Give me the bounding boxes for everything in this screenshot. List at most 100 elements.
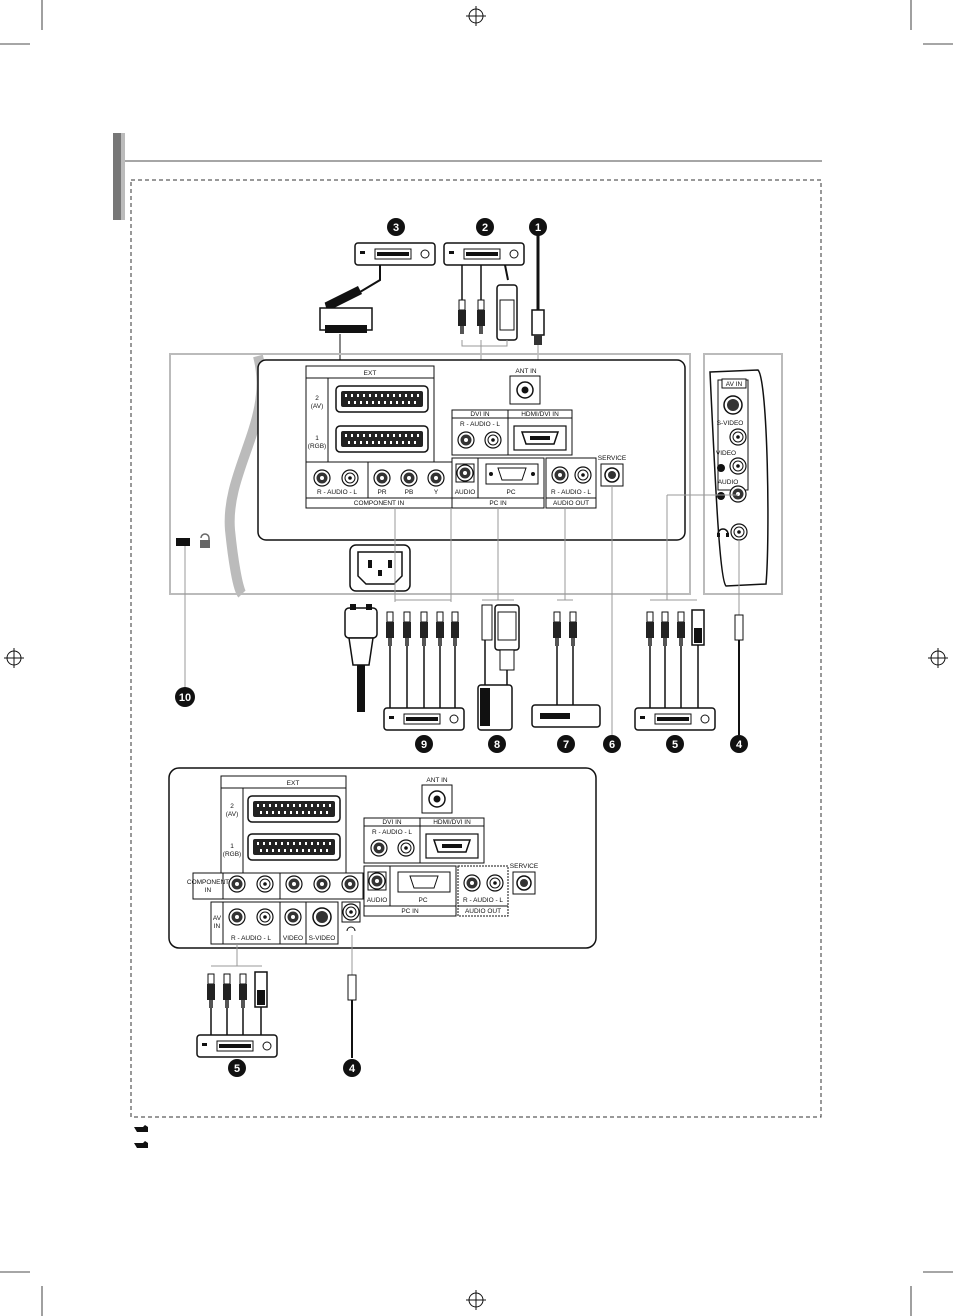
- callout-2: 2: [476, 218, 494, 236]
- scart-2-label: 2: [315, 395, 319, 402]
- callout-7: 7: [557, 735, 575, 753]
- rear-panel-outline: [169, 353, 691, 595]
- dvi-hdmi-block: DVI IN HDMI/DVI IN R - AUDIO - L: [451, 409, 573, 456]
- device-scart: [319, 242, 436, 365]
- pc-label: PC: [506, 489, 515, 496]
- side-video-label: VIDEO: [716, 450, 736, 457]
- svg-text:COMPONENT: COMPONENT: [187, 879, 229, 886]
- compact-audio-out-rl-label: R - AUDIO - L: [463, 897, 503, 904]
- scart-2-port: [335, 385, 429, 413]
- callout-4-bottom: 4: [343, 1059, 361, 1077]
- audio-out-label: AUDIO OUT: [553, 500, 589, 507]
- svg-text:AV: AV: [213, 915, 222, 922]
- diagram-frame: [130, 179, 822, 1118]
- callout-8: 8: [488, 735, 506, 753]
- compact-audio-out-label: AUDIO OUT: [465, 908, 501, 915]
- rear-panel-curve: [224, 354, 267, 598]
- svg-text:9: 9: [421, 739, 427, 751]
- scart-1-port: [335, 425, 429, 453]
- side-audio-label: AUDIO: [718, 479, 739, 486]
- headphone-cable: [734, 614, 744, 735]
- svg-text:5: 5: [234, 1063, 240, 1075]
- device-dvi-hdmi: [443, 242, 525, 405]
- svg-text:3: 3: [393, 222, 399, 234]
- headphone-icon: [717, 528, 729, 537]
- antenna-cable: [531, 232, 545, 375]
- pc-in-label: PC IN: [489, 500, 507, 507]
- compact-component-block: COMPONENT IN: [187, 872, 364, 900]
- compact-pc-audio-label: AUDIO: [367, 897, 388, 904]
- crosshair-registration-icon: [466, 6, 486, 26]
- svg-text:(AV): (AV): [311, 403, 324, 410]
- compact-ext-label: EXT: [287, 780, 300, 787]
- compact-pc-label: PC: [418, 897, 427, 904]
- callout-4: 4: [730, 735, 748, 753]
- side-s-video-label: S-VIDEO: [717, 420, 744, 427]
- callout-5-bottom: 5: [228, 1059, 246, 1077]
- dvi-in-label: DVI IN: [470, 411, 489, 418]
- compact-av-cables: [196, 944, 278, 1058]
- callout-10: 10: [175, 687, 195, 707]
- audio-out-rl-label: R - AUDIO - L: [551, 489, 591, 496]
- svg-text:5: 5: [672, 739, 678, 751]
- ext-scart-block: EXT 2 (AV) 1 (RGB): [305, 365, 435, 467]
- pc-in-block: AUDIO PC PC IN: [451, 457, 545, 509]
- compact-av-in-block: AV IN R - AUDIO - L VIDEO S-VIDEO: [210, 901, 361, 945]
- pc-audio-label: AUDIO: [455, 489, 476, 496]
- component-y-label: Y: [434, 489, 439, 496]
- compact-dvi-hdmi: DVI IN HDMI/DVI IN R - AUDIO - L: [363, 817, 485, 864]
- padlock-icon: [200, 533, 210, 548]
- scart-1-label: 1: [315, 435, 319, 442]
- power-socket: [349, 544, 411, 592]
- service-label: SERVICE: [598, 455, 627, 462]
- compact-video-label: VIDEO: [283, 935, 303, 942]
- component-pb-label: PB: [405, 489, 414, 496]
- compact-dvi-audio-label: R - AUDIO - L: [372, 829, 412, 836]
- component-in-block: R - AUDIO - L PR PB Y COMPONENT IN: [305, 461, 453, 509]
- svg-text:4: 4: [349, 1063, 356, 1075]
- crosshair-registration-icon: [928, 648, 948, 668]
- hdmi-dvi-in-label: HDMI/DVI IN: [521, 411, 559, 418]
- component-audio-label: R - AUDIO - L: [317, 489, 357, 496]
- compact-ant-in-label: ANT IN: [426, 777, 447, 784]
- crosshair-registration-icon: [466, 1290, 486, 1310]
- pc-cable: [477, 508, 520, 731]
- section-header: [113, 133, 822, 220]
- service-port: SERVICE: [598, 455, 627, 487]
- audio-out-block: R - AUDIO - L AUDIO OUT: [545, 457, 597, 509]
- side-av-in-label: AV IN: [726, 381, 743, 388]
- svg-text:1: 1: [230, 843, 234, 850]
- ant-in-port: ANT IN: [509, 368, 541, 405]
- dvi-audio-label: R - AUDIO - L: [460, 421, 500, 428]
- compact-hdmi-label: HDMI/DVI IN: [433, 819, 471, 826]
- svg-text:2: 2: [230, 803, 234, 810]
- side-av-in-block: AV IN S-VIDEO VIDEO AUDIO: [716, 378, 749, 615]
- compact-pc-in: AUDIO PC PC IN: [363, 865, 457, 917]
- ext-label: EXT: [364, 370, 377, 377]
- side-av-cables: [634, 494, 738, 731]
- svg-text:8: 8: [494, 739, 500, 751]
- compact-service-label: SERVICE: [510, 863, 539, 870]
- svg-text:(AV): (AV): [226, 811, 239, 818]
- compact-headphone-cable: [347, 935, 357, 1058]
- component-pr-label: PR: [377, 489, 386, 496]
- compact-pc-in-label: PC IN: [401, 908, 419, 915]
- callout-3: 3: [387, 218, 405, 236]
- component-in-label: COMPONENT IN: [354, 500, 405, 507]
- callout-9: 9: [415, 735, 433, 753]
- power-cord: [344, 604, 378, 712]
- svg-text:IN: IN: [205, 887, 212, 894]
- component-cables: [383, 508, 465, 731]
- audio-out-cable: [531, 508, 601, 728]
- svg-text:1: 1: [535, 222, 541, 234]
- svg-text:10: 10: [179, 692, 191, 704]
- headphone-icon: [346, 926, 356, 932]
- svg-text:7: 7: [563, 739, 569, 751]
- compact-ext-block: EXT 2 (AV) 1 (RGB): [220, 775, 347, 875]
- compact-s-video-label: S-VIDEO: [309, 935, 336, 942]
- compact-dvi-in-label: DVI IN: [382, 819, 401, 826]
- pointing-hand-icon: [134, 1125, 148, 1132]
- pointing-hand-icon: [134, 1141, 148, 1148]
